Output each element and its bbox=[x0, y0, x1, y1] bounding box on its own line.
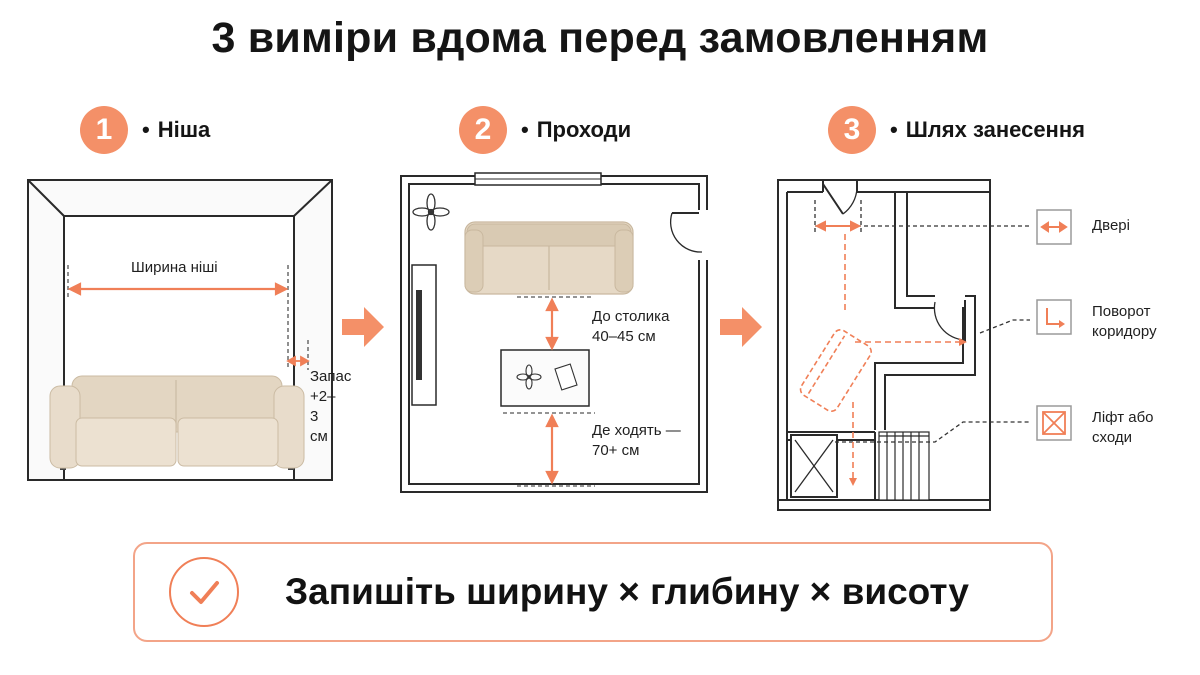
step-1-header: 1 •Ніша bbox=[80, 105, 210, 155]
sofa-top-view bbox=[464, 221, 634, 295]
arrow-right-icon bbox=[342, 307, 384, 347]
leader-lines bbox=[814, 200, 1030, 443]
legend-turn-label-2: коридору bbox=[1092, 323, 1157, 340]
step-1-badge: 1 bbox=[80, 106, 128, 154]
door-arrow-icon bbox=[1036, 209, 1072, 245]
step-2-header: 2 •Проходи bbox=[459, 105, 631, 155]
sofa-illustration bbox=[49, 375, 305, 470]
step-2-label: •Проходи bbox=[521, 117, 632, 142]
step-3-label: •Шлях занесення bbox=[890, 117, 1085, 142]
tv-stand bbox=[411, 264, 437, 406]
table-gap-arrow bbox=[545, 297, 559, 351]
measure-guides bbox=[503, 296, 595, 487]
niche-panel: Ширина ніші Запас +2–3 см bbox=[20, 170, 351, 490]
checkmark-icon bbox=[169, 557, 239, 627]
walk-gap-label-2: 70+ см bbox=[592, 442, 640, 459]
walk-gap-arrow bbox=[545, 413, 559, 485]
side-door bbox=[933, 300, 966, 342]
entry-door bbox=[822, 183, 858, 215]
stairs bbox=[878, 431, 930, 501]
walk-gap-label-1: Де ходять — bbox=[592, 422, 681, 439]
reminder-box: Запишіть ширину × глибину × висоту bbox=[133, 542, 1053, 642]
elevator bbox=[790, 434, 838, 498]
delivery-path-panel: Двері Поворот коридору Ліфт або сходи bbox=[775, 170, 1195, 515]
legend-elevator-label-1: Ліфт або bbox=[1092, 409, 1154, 426]
arrow-right-icon bbox=[720, 307, 762, 347]
door bbox=[669, 210, 711, 260]
margin-arrow bbox=[286, 355, 310, 367]
table-gap-label-2: 40–45 см bbox=[592, 328, 656, 345]
table-gap-label-1: До столика bbox=[592, 308, 670, 325]
margin-label-1: Запас bbox=[310, 368, 352, 385]
margin-label-2: +2–3 см bbox=[310, 388, 336, 445]
elevator-cross-icon bbox=[1036, 405, 1072, 441]
step-3-header: 3 •Шлях занесення bbox=[828, 105, 1085, 155]
legend-door-label: Двері bbox=[1092, 217, 1130, 234]
page-title: 3 виміри вдома перед замовленням bbox=[211, 14, 989, 62]
door-width-arrow bbox=[814, 220, 862, 232]
delivery-route bbox=[799, 234, 963, 482]
coffee-table bbox=[500, 349, 590, 407]
reminder-text: Запишіть ширину × глибину × висоту bbox=[285, 571, 969, 612]
legend-turn-label-1: Поворот bbox=[1092, 303, 1151, 320]
passages-panel: До столика 40–45 см Де ходять — 70+ см bbox=[395, 170, 715, 500]
legend-elevator-label-2: сходи bbox=[1092, 429, 1132, 446]
corner-turn-icon bbox=[1036, 299, 1072, 335]
niche-width-label: Ширина ніші bbox=[131, 259, 218, 276]
step-1-label: •Ніша bbox=[142, 117, 211, 142]
step-3-badge: 3 bbox=[828, 106, 876, 154]
step-2-badge: 2 bbox=[459, 106, 507, 154]
tv bbox=[416, 290, 422, 380]
plant-icon bbox=[412, 193, 450, 231]
width-arrow bbox=[67, 282, 289, 296]
